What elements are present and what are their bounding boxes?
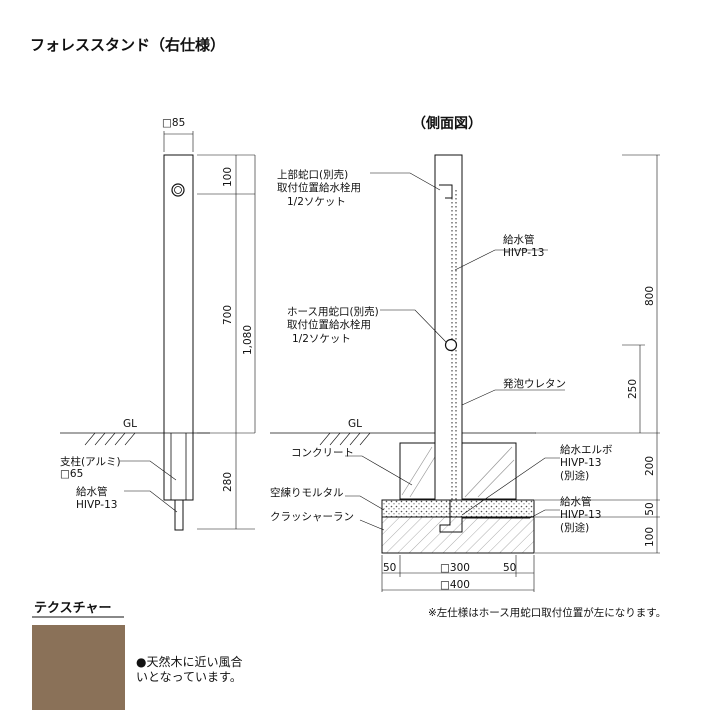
elbow-pipe (439, 500, 530, 533)
hose-faucet-hole (444, 338, 458, 352)
base-dim-left: 50 (383, 562, 396, 574)
texture-note: ●天然木に近い風合いとなっています。 (136, 655, 246, 685)
side-dim-50: 50 (644, 502, 656, 515)
hose-faucet-label-3: 1/2ソケット (292, 333, 351, 345)
bottom-pipe-label: 給水管 (560, 495, 592, 508)
bottom-pipe-note: (別途) (560, 521, 589, 534)
front-pipe (174, 499, 184, 531)
texture-section: テクスチャー (32, 601, 125, 710)
concrete-label: コンクリート (291, 447, 354, 459)
page-title: フォレススタンド（右仕様） (30, 36, 225, 54)
upper-faucet-label-2: 取付位置給水栓用 (277, 181, 361, 194)
bottom-pipe-spec: HIVP-13 (560, 509, 601, 521)
front-top-size: □85 (162, 117, 185, 129)
front-gl-label: GL (123, 418, 137, 430)
crusher-label: クラッシャーラン (270, 511, 354, 523)
base-dim-right: 50 (503, 562, 516, 574)
side-dim-800: 800 (644, 286, 656, 306)
crusher-layer (381, 516, 535, 554)
side-gl-label: GL (348, 418, 362, 430)
front-view: □85 GL 100 700 1,080 280 支柱(アルミ) □65 給水管… (60, 117, 256, 531)
hose-faucet-label: ホース用蛇口(別売) (287, 305, 379, 318)
front-dim-1080: 1,080 (242, 325, 254, 355)
upper-faucet-label: 上部蛇口(別売) (277, 168, 348, 181)
elbow-note: (別途) (560, 469, 589, 482)
front-post-label: 支柱(アルミ) (60, 455, 121, 468)
supply-pipe-spec: HIVP-13 (503, 247, 544, 259)
side-post (434, 154, 463, 501)
base-dim-mid: □300 (440, 562, 470, 574)
elbow-label: 給水エルボ (560, 443, 613, 456)
front-dim-700: 700 (222, 305, 234, 325)
upper-faucet-label-3: 1/2ソケット (287, 196, 346, 208)
footnote: ※左仕様はホース用蛇口取付位置が左になります。 (428, 606, 666, 619)
mortar-label: 空練りモルタル (270, 486, 344, 499)
front-pipe-label: 給水管 (76, 485, 108, 498)
front-post (163, 154, 194, 501)
front-dim-100: 100 (222, 167, 234, 187)
front-pipe-spec: HIVP-13 (76, 499, 117, 511)
texture-swatch (32, 625, 125, 710)
side-dim-100: 100 (644, 527, 656, 547)
base-dim-total: □400 (440, 579, 470, 591)
bullet-icon: ● (136, 655, 147, 669)
front-post-size: □65 (60, 468, 83, 480)
texture-note-text: 天然木に近い風合いとなっています。 (136, 655, 243, 684)
front-dim-280: 280 (222, 472, 234, 492)
side-view: （側面図） GL 800 250 200 50 100 (270, 115, 666, 619)
texture-heading: テクスチャー (34, 601, 111, 616)
hose-faucet-label-2: 取付位置給水栓用 (287, 318, 371, 331)
mortar-layer (381, 499, 535, 518)
supply-pipe-label: 給水管 (503, 233, 535, 246)
elbow-spec: HIVP-13 (560, 457, 601, 469)
front-faucet-hole (171, 183, 185, 197)
side-view-title: （側面図） (412, 115, 482, 132)
upper-faucet-socket (439, 184, 453, 199)
foam-label: 発泡ウレタン (503, 377, 566, 390)
side-dim-250: 250 (627, 379, 639, 399)
side-dim-200: 200 (644, 456, 656, 476)
